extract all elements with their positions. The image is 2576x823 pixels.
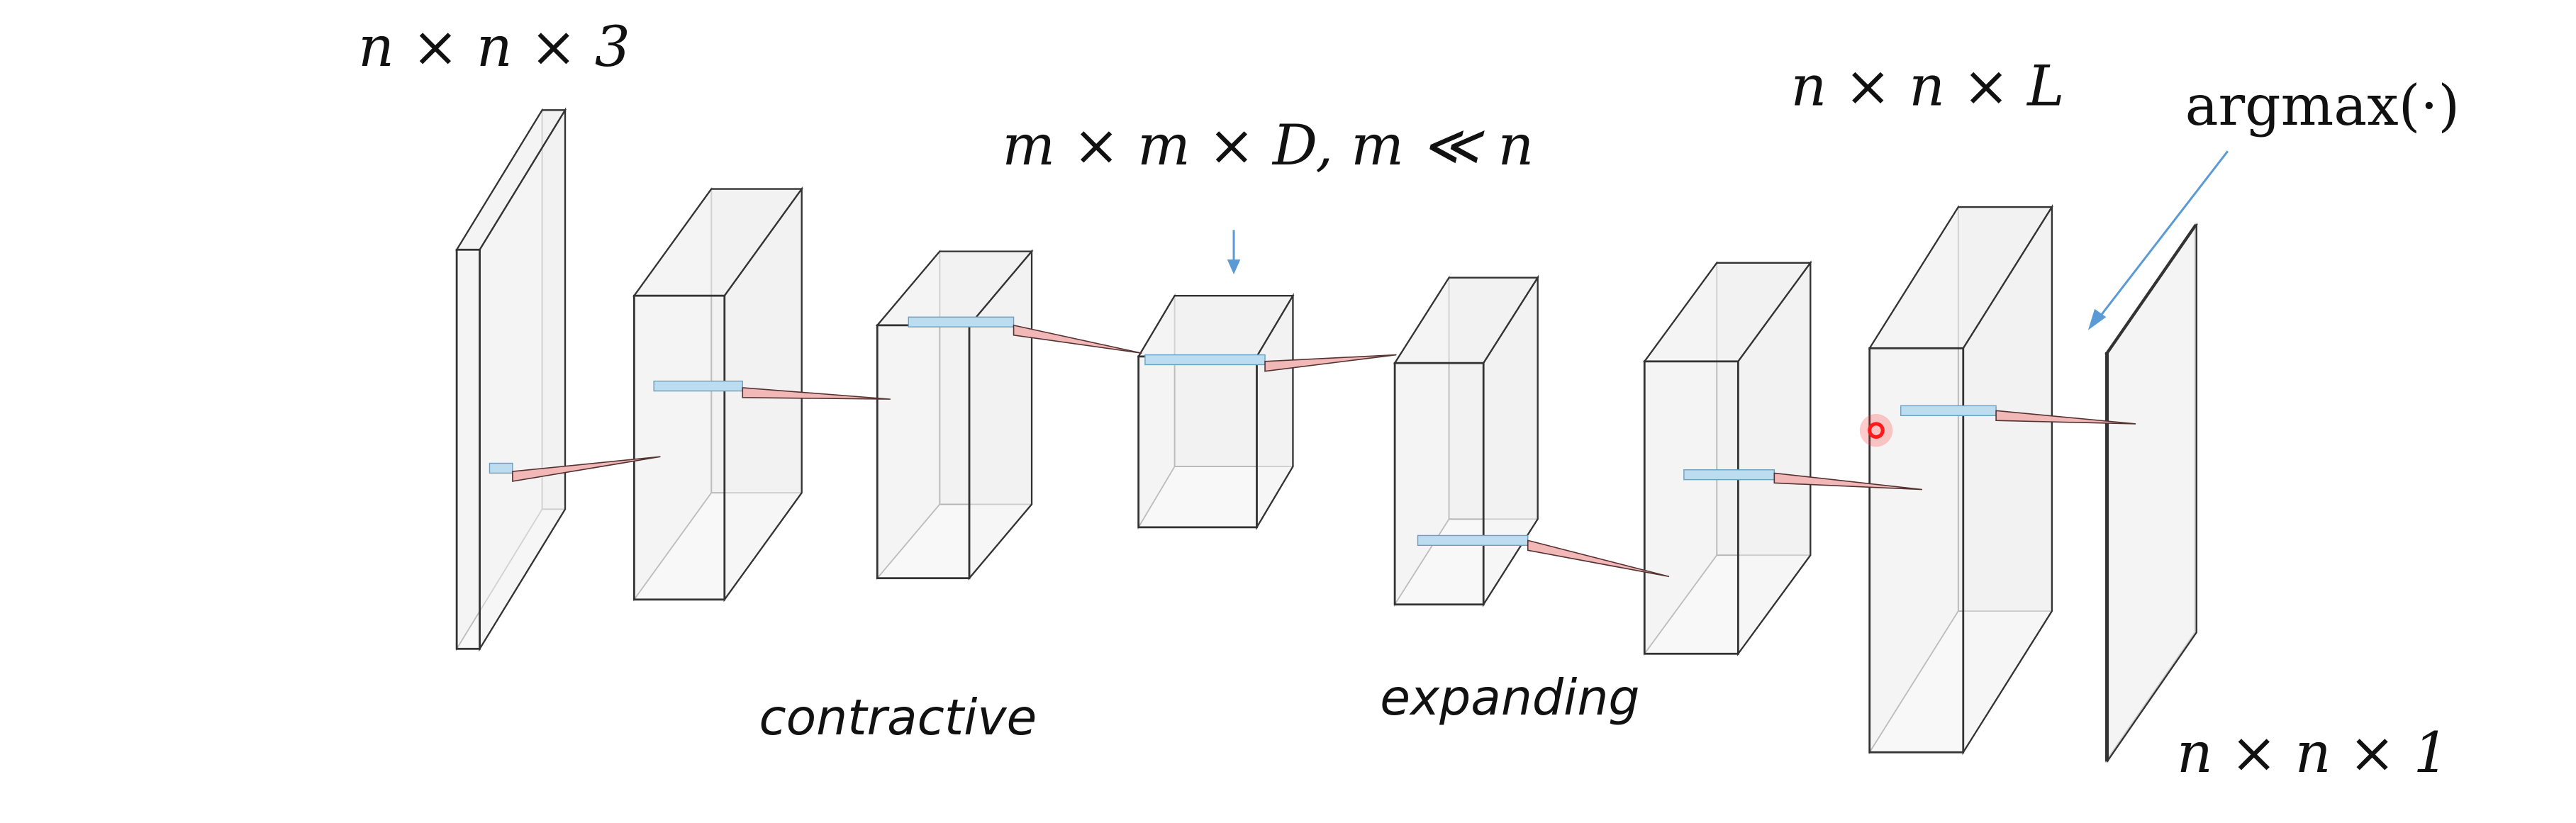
front-face (1643, 360, 1739, 655)
cone-1 (489, 456, 661, 482)
argmax-arrow (2087, 150, 2229, 330)
patch (1144, 354, 1266, 366)
front-face (2104, 352, 2109, 762)
output-map-slab (2104, 222, 2198, 763)
cone-7 (1900, 405, 2136, 425)
cone-5 (1417, 534, 1670, 578)
patch (489, 462, 513, 474)
input-image-slab (455, 107, 567, 652)
bottleneck-layer (1137, 292, 1295, 531)
output-dims-label: n × n × 1 (2177, 720, 2449, 785)
patch (1683, 469, 1775, 481)
bottleneck-dims-label: m × m × D, m ≪ n (1002, 113, 1534, 178)
contractive-label: contractive (759, 689, 1037, 746)
receptive-field-cones (489, 316, 2136, 578)
front-face (455, 248, 481, 650)
cone (1995, 410, 2136, 425)
logits-dims-label: n × n × L (1790, 53, 2064, 118)
cone (1527, 539, 1670, 578)
expanding-label: expanding (1380, 669, 1639, 727)
front-face (1137, 355, 1258, 529)
cone (1773, 472, 1922, 491)
cone (742, 387, 891, 400)
patch (653, 380, 743, 392)
cone (1264, 354, 1397, 372)
cone-2 (653, 380, 891, 400)
input-dims-label: n × n × 3 (358, 14, 630, 79)
layers (455, 107, 2198, 763)
patch (908, 316, 1015, 327)
side-face (2107, 222, 2197, 763)
logits-layer (1868, 204, 2053, 756)
cone-3 (908, 316, 1142, 354)
cursor-indicator (1859, 413, 1893, 447)
encoder-layer-2 (875, 249, 1034, 581)
decoder-layer-2 (1642, 260, 1812, 656)
cone-6 (1683, 469, 1922, 491)
decoder-layer-1 (1393, 274, 1539, 608)
patch (1900, 405, 1997, 416)
cone (512, 456, 661, 482)
front-face (1393, 362, 1485, 606)
patch (1417, 534, 1529, 547)
bottleneck-arrow (1227, 230, 1241, 275)
cone (1013, 324, 1142, 354)
front-face (632, 294, 726, 601)
cone-4 (1144, 354, 1397, 372)
front-face (876, 324, 971, 580)
argmax-label: argmax(·) (2185, 73, 2460, 138)
